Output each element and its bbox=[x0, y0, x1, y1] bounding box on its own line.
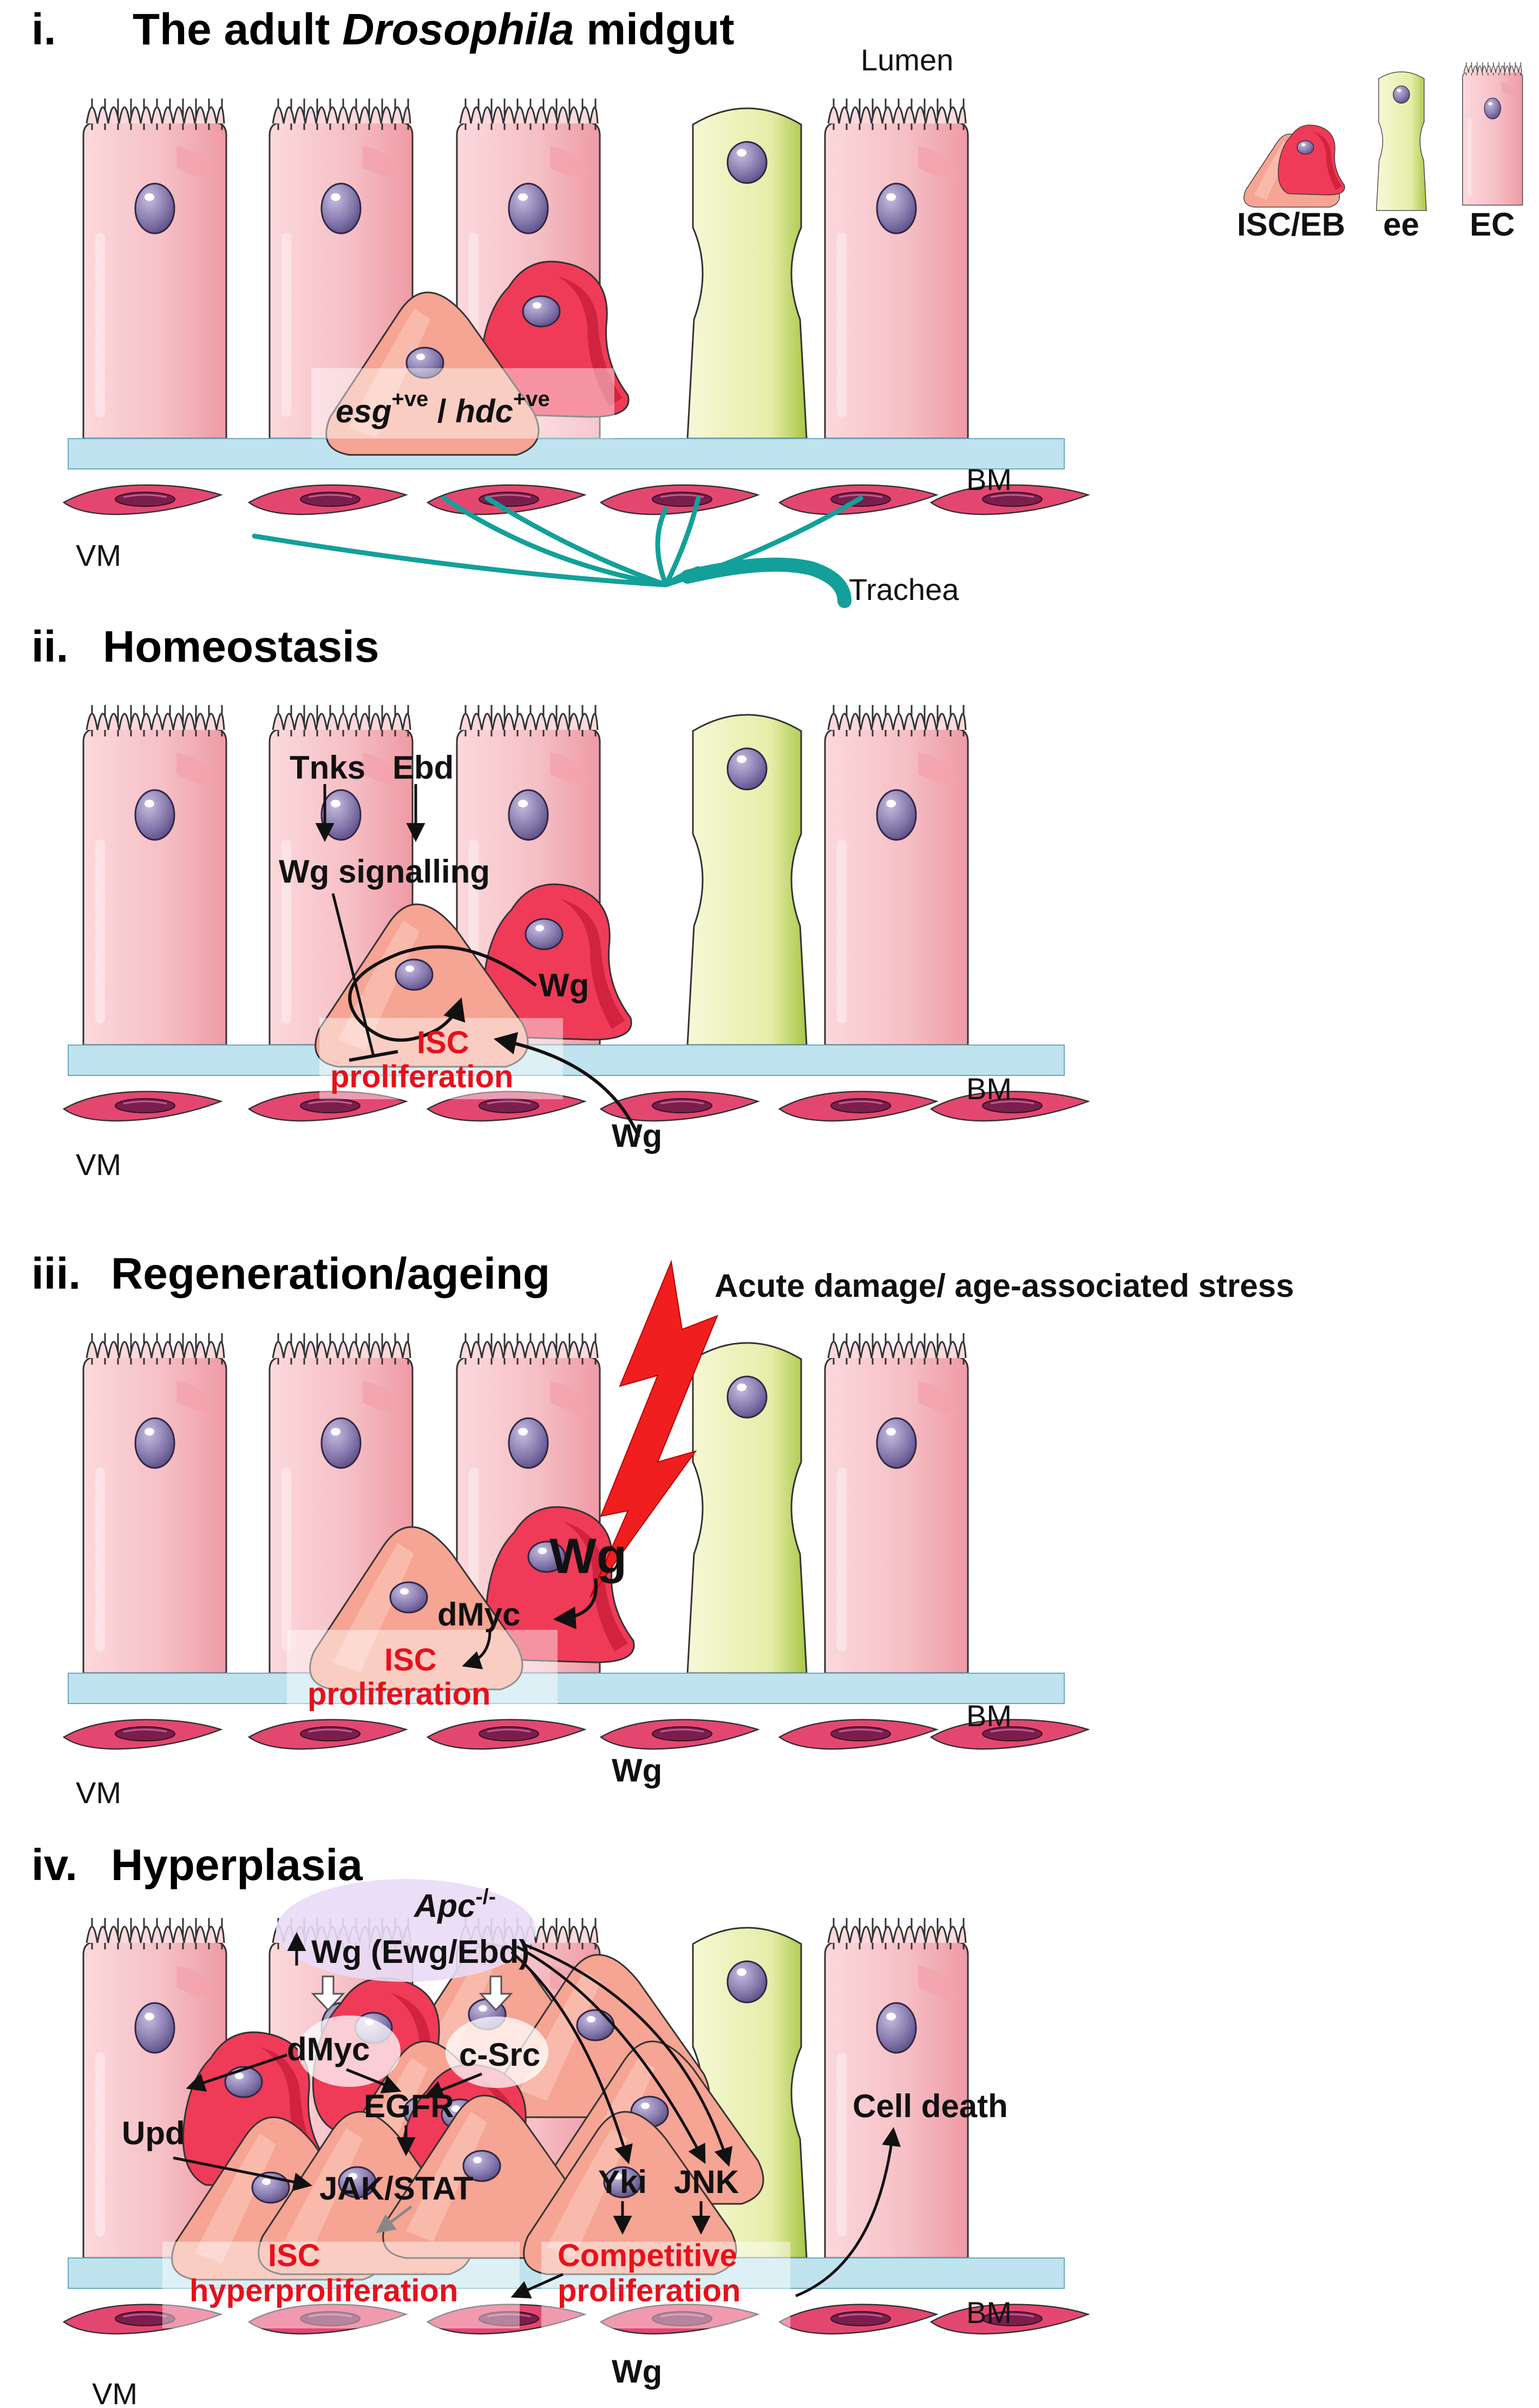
ec-legend-icon bbox=[1462, 62, 1523, 206]
vm-label: VM bbox=[76, 538, 121, 572]
lumen-label: Lumen bbox=[861, 43, 953, 77]
vm-label: VM bbox=[76, 1147, 121, 1182]
open-arrow-icon bbox=[311, 1975, 345, 2012]
isc-label: ISC bbox=[384, 1642, 437, 1678]
hyperproliferation-label: hyperproliferation bbox=[189, 2273, 458, 2308]
ee-legend-icon bbox=[1376, 71, 1427, 211]
panel-iv-title: Hyperplasia bbox=[111, 1841, 363, 1890]
panel-i: i. The adult Drosophila midgut Lumen esg… bbox=[31, 5, 1523, 608]
dmyc-label: dMyc bbox=[287, 2031, 370, 2067]
wg-big-label: Wg bbox=[549, 1529, 627, 1584]
hyperplastic-cluster bbox=[171, 1943, 764, 2281]
trachea bbox=[252, 495, 863, 608]
cell-legend: ISC/EB ee EC bbox=[1237, 62, 1523, 243]
competitive-proliferation-label: proliferation bbox=[558, 2273, 741, 2308]
bm-label: BM bbox=[966, 1699, 1012, 1733]
dmyc-label: dMyc bbox=[437, 1596, 520, 1633]
esg-hdc-label: esg+ve / hdc+ve bbox=[336, 387, 550, 429]
isc-proliferation-label: proliferation bbox=[307, 1676, 490, 1712]
wg-signalling-label: Wg signalling bbox=[279, 853, 490, 890]
isc-eb-legend-icon bbox=[1243, 125, 1345, 208]
stress-label: Acute damage/ age-associated stress bbox=[715, 1268, 1294, 1304]
wg-autocrine-label: Wg bbox=[539, 967, 589, 1003]
isc-label: ISC bbox=[268, 2238, 320, 2273]
apc-label: Apc-/- bbox=[413, 1885, 496, 1924]
csrc-label: c-Src bbox=[459, 2037, 540, 2073]
jnk-label: JNK bbox=[674, 2164, 739, 2200]
upd-label: Upd bbox=[122, 2115, 185, 2151]
bm-label: BM bbox=[966, 462, 1012, 497]
panel-ii-numeral: ii. bbox=[31, 622, 68, 671]
wg-up-label: Wg (Ewg/Ebd) bbox=[311, 1934, 529, 1970]
competitive-label: Competitive bbox=[558, 2238, 737, 2273]
legend-ee: ee bbox=[1383, 206, 1419, 243]
yki-label: Yki bbox=[598, 2164, 647, 2200]
panel-ii-title: Homeostasis bbox=[103, 622, 379, 671]
wg-vm-label: Wg bbox=[612, 1118, 662, 1154]
lightning-bolt-icon bbox=[590, 1260, 718, 1598]
vm-label: VM bbox=[92, 2377, 137, 2408]
isc-label: ISC bbox=[417, 1025, 469, 1060]
tnks-label: Tnks bbox=[290, 749, 365, 786]
panel-iv: iv. Hyperplasia Apc-/- Wg (Ewg/Ebd) dMyc bbox=[31, 1841, 1088, 2408]
trachea-label: Trachea bbox=[849, 572, 959, 606]
bm-label: BM bbox=[966, 2295, 1012, 2329]
apc-bubble bbox=[276, 1879, 536, 1982]
panel-iii: iii. Regeneration/ageing Acute damage/ a… bbox=[31, 1249, 1294, 1810]
panel-ii: ii. Homeostasis Tnks Ebd Wg signalling W… bbox=[31, 622, 1088, 1182]
egfr-label: EGFR bbox=[364, 2088, 454, 2124]
isc-proliferation-label: proliferation bbox=[330, 1059, 513, 1094]
wg-vm-label: Wg bbox=[612, 1752, 662, 1789]
legend-ec: EC bbox=[1470, 206, 1515, 243]
cell-death-label: Cell death bbox=[853, 2088, 1008, 2124]
legend-isc-eb: ISC/EB bbox=[1237, 206, 1345, 243]
vm-label: VM bbox=[76, 1776, 121, 1810]
panel-i-numeral: i. bbox=[31, 5, 56, 54]
bm-label: BM bbox=[966, 1072, 1012, 1106]
ebd-label: Ebd bbox=[392, 749, 454, 786]
panel-i-title: The adult Drosophila midgut bbox=[133, 5, 735, 54]
jakstat-label: JAK/STAT bbox=[319, 2170, 473, 2207]
panel-iv-numeral: iv. bbox=[31, 1841, 77, 1890]
wg-vm-label: Wg bbox=[612, 2353, 662, 2390]
open-arrow-icon bbox=[479, 1975, 513, 2012]
panel-iii-numeral: iii. bbox=[31, 1249, 81, 1298]
panel-iii-title: Regeneration/ageing bbox=[111, 1249, 550, 1298]
